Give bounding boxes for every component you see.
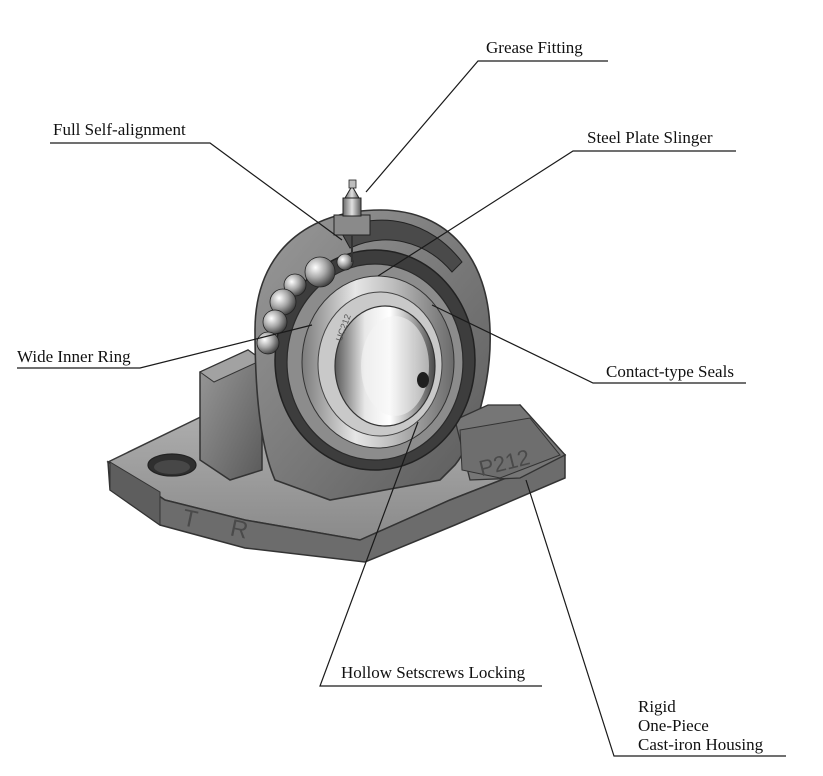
label-housing-line-1: Rigid xyxy=(638,697,676,716)
label-housing: Rigid One-Piece Cast-iron Housing xyxy=(638,697,763,754)
label-full-self-alignment: Full Self-alignment xyxy=(53,120,186,139)
leader-steel-plate-slinger xyxy=(377,150,736,277)
grease-fitting-shape xyxy=(333,179,371,262)
label-contact-type-seals: Contact-type Seals xyxy=(606,362,734,381)
label-wide-inner-ring: Wide Inner Ring xyxy=(17,347,131,366)
leader-lines xyxy=(17,60,786,757)
leader-grease-fitting xyxy=(365,60,608,193)
leader-contact-type-seals xyxy=(431,304,746,384)
bearing-balls xyxy=(256,253,354,355)
bearing-insert: UC212 xyxy=(274,249,476,471)
leader-wide-inner-ring xyxy=(17,324,313,369)
label-steel-plate-slinger: Steel Plate Slinger xyxy=(587,128,713,147)
label-hollow-setscrews-locking: Hollow Setscrews Locking xyxy=(341,663,526,682)
label-housing-line-2: One-Piece xyxy=(638,716,709,735)
label-housing-line-3: Cast-iron Housing xyxy=(638,735,764,754)
leader-hollow-setscrews xyxy=(319,421,542,687)
leader-full-self-alignment xyxy=(50,142,343,241)
label-grease-fitting: Grease Fitting xyxy=(486,38,583,57)
leader-housing xyxy=(525,479,786,757)
